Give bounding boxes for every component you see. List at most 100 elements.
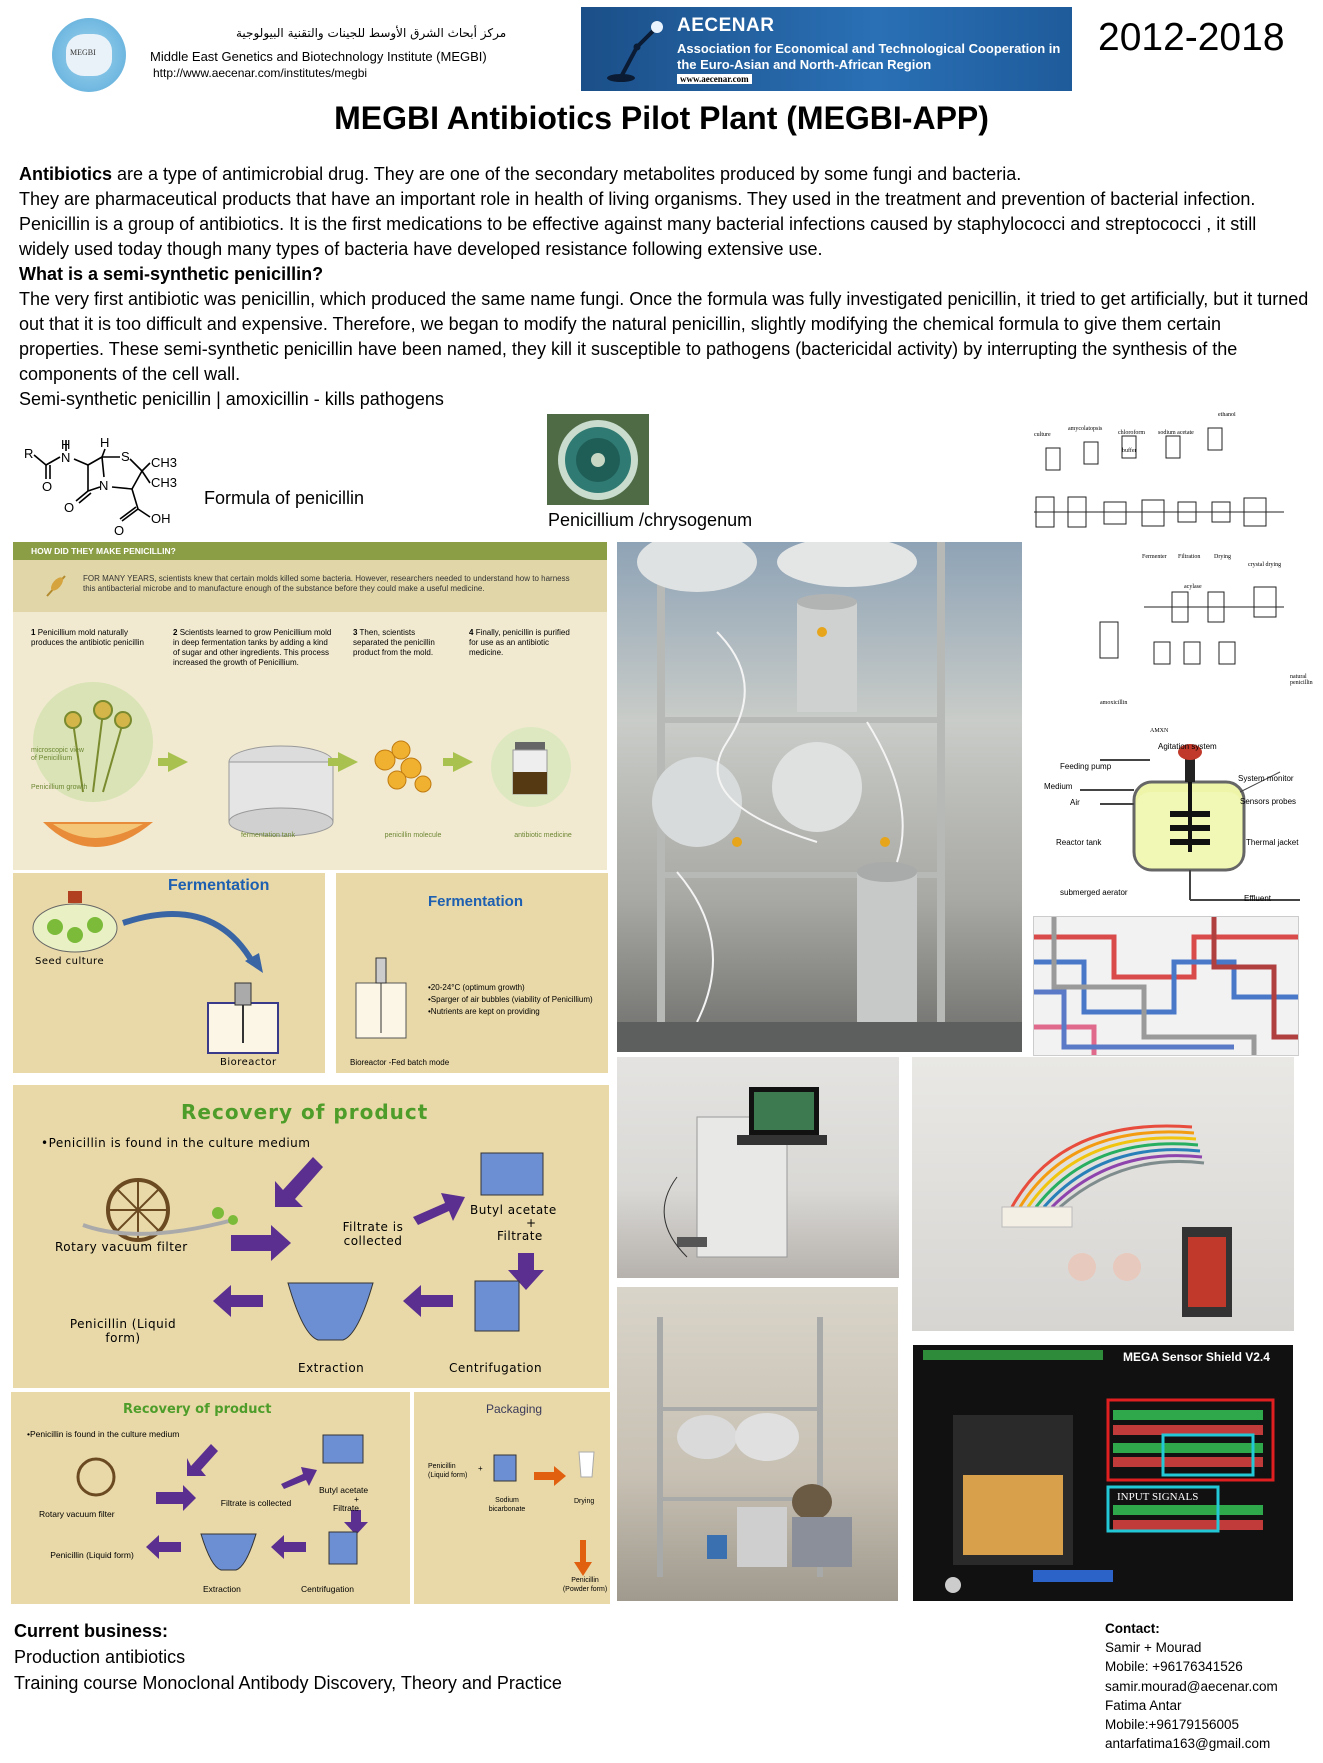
page-title: MEGBI Antibiotics Pilot Plant (MEGBI-APP… (334, 100, 989, 136)
reactor-diagram: Agitation system Feeding pump Medium Air… (1040, 742, 1320, 912)
recovery-small-title: Recovery of product (123, 1402, 272, 1417)
packaging-drying: Drying (574, 1498, 595, 1505)
question-heading: What is a semi-synthetic penicillin? (19, 264, 324, 284)
pilot-plant-photo (617, 542, 1022, 1052)
how-made-header: HOW DID THEY MAKE PENICILLIN? (31, 546, 176, 556)
contact-mobile-1: Mobile: +96176341526 (1105, 1659, 1243, 1675)
laptop-photo (617, 1057, 899, 1278)
packaging-plus: + (478, 1464, 483, 1473)
fermentation-conditions: •20-24°C (optimum growth) •Sparger of ai… (428, 982, 593, 1018)
how-step-1: 1 Penicillium mold naturally produces th… (31, 628, 144, 647)
recovery-small-filtrate: Filtrate is collected (220, 1498, 292, 1508)
recovery-large-filter: Rotary vacuum filter (55, 1240, 188, 1254)
recovery-large-penicillin: Penicillin (Liquid form) (69, 1317, 177, 1345)
current-business-heading: Current business: (14, 1621, 169, 1641)
penicillium-caption: Penicillium /chrysogenum (548, 510, 753, 530)
pilot-operator-photo (617, 1287, 898, 1601)
recovery-large-plus: + (526, 1216, 537, 1230)
sensor-shield-input: INPUT SIGNALS (1117, 1491, 1199, 1503)
logo-text: MEGBI (70, 48, 96, 57)
contact-heading: Contact: (1105, 1621, 1160, 1636)
aecenar-title: AECENAR (677, 15, 775, 36)
recovery-large-centrifugation: Centrifugation (449, 1361, 543, 1375)
years: 2012-2018 (1098, 16, 1285, 59)
antibiotics-bold: Antibiotics (19, 164, 112, 184)
label-growth: Penicillium growth (31, 784, 88, 791)
condition-sparger: •Sparger of air bubbles (viability of Pe… (428, 995, 593, 1004)
label-molecule: penicillin molecule (384, 832, 442, 839)
pfd-label-0: ethanol (1218, 412, 1236, 418)
fermentation-1-illustration (32, 891, 279, 1054)
fed-batch-label: Bioreactor -Fed batch mode (350, 1058, 450, 1067)
recovery-large-filtrate2: Filtrate (497, 1229, 543, 1243)
current-business: Current business: Production antibiotics… (14, 1618, 562, 1696)
recovery-small-plus: + (354, 1494, 359, 1504)
sensor-shield-photo: MEGA Sensor Shield V2.4 INPUT SIGNALS (913, 1345, 1293, 1601)
recovery-large-filtrate: Filtrate is collected (342, 1220, 404, 1248)
how-made-panel: HOW DID THEY MAKE PENICILLIN? FOR MANY Y… (13, 542, 607, 870)
intro-paragraph-5: Semi-synthetic penicillin | amoxicillin … (19, 389, 444, 409)
intro-paragraph-3: Penicillin is a group of antibiotics. It… (19, 214, 1257, 259)
aecenar-banner: AECENAR Association for Economical and T… (581, 7, 1072, 91)
process-flow-diagram: ethanol amycolatopsis chloroform culture… (1024, 412, 1319, 750)
packaging-liquid: Penicillin (Liquid form) (428, 1463, 468, 1479)
wiring-scene (1001, 1124, 1232, 1317)
contact-name-1: Samir + Mourad (1105, 1640, 1202, 1656)
penicillin-process-illustration (33, 682, 571, 847)
pfd-label-5: buffer (1122, 448, 1137, 454)
contact-email-2[interactable]: antarfatima163@gmail.com (1105, 1736, 1271, 1752)
contact-block: Contact: Samir + Mourad Mobile: +9617634… (1105, 1619, 1278, 1753)
penicillin-formula-diagram: R H N H S CH3 CH3 N O O O OH (24, 437, 177, 538)
formula-n2: N (99, 478, 108, 493)
pfd-label-7: Fermenter (1142, 554, 1167, 560)
reactor-effluent: Effluent (1244, 894, 1271, 903)
megbi-logo: MEGBI (52, 18, 126, 92)
recovery-large-extraction: Extraction (298, 1361, 365, 1375)
intro-paragraph-1: Antibiotics are a type of antimicrobial … (19, 162, 1309, 187)
laptop-scene (663, 1087, 827, 1258)
wiring-photo (912, 1057, 1294, 1331)
recovery-small-flow (76, 1434, 368, 1571)
recovery-small-filter: Rotary vacuum filter (39, 1509, 115, 1519)
formula-o2: O (64, 500, 74, 515)
formula-o3: O (114, 523, 124, 538)
how-made-header-bar (13, 542, 607, 560)
formula-s: S (121, 449, 130, 464)
seed-culture-label: Seed culture (35, 956, 105, 967)
pfd-label-2: chloroform (1118, 430, 1145, 436)
reactor-feeding: Feeding pump (1060, 762, 1112, 771)
intro-text: Antibiotics are a type of antimicrobial … (19, 162, 1309, 412)
wheat-icon (46, 575, 66, 597)
recovery-small-filtrate2: Filtrate (333, 1503, 359, 1513)
packaging-title: Packaging (486, 1402, 543, 1416)
intro-paragraph-4: The very first antibiotic was penicillin… (19, 289, 1309, 384)
aecenar-url[interactable]: www.aecenar.com (677, 74, 752, 84)
pfd-label-12: acylase (1184, 584, 1202, 590)
label-tank: fermentation tank (240, 832, 296, 839)
piping-diagram (1033, 916, 1299, 1056)
piping-schematic (1034, 917, 1298, 1055)
reactor-medium: Medium (1044, 782, 1073, 791)
pfd-label-13: AMXN (1150, 728, 1169, 734)
how-made-intro: FOR MANY YEARS, scientists knew that cer… (83, 574, 570, 593)
institute-name: Middle East Genetics and Biotechnology I… (150, 49, 487, 64)
fermentation-1-title: Fermentation (168, 877, 270, 894)
reactor-schematic (1080, 744, 1300, 901)
intro-paragraph-2: They are pharmaceutical products that ha… (19, 189, 1256, 209)
how-step-2: 2 Scientists learned to grow Penicillium… (173, 628, 332, 667)
pilot-operator-scene (657, 1317, 852, 1577)
penicillium-colony-icon (547, 414, 649, 505)
recovery-panel-large: Recovery of product •Penicillin is found… (13, 1085, 609, 1388)
institute-url[interactable]: http://www.aecenar.com/institutes/megbi (153, 66, 368, 80)
current-business-line-1: Production antibiotics (14, 1647, 186, 1667)
recovery-large-butyl: Butyl acetate (470, 1203, 557, 1217)
contact-email-1[interactable]: samir.mourad@aecenar.com (1105, 1678, 1278, 1694)
intro-p1-text: are a type of antimicrobial drug. They a… (112, 164, 1022, 184)
fermentation-panel-1: Fermentation Seed culture Bioreactor (13, 873, 325, 1073)
current-business-line-2: Training course Monoclonal Antibody Disc… (14, 1673, 562, 1693)
reactor-tank-label: Reactor tank (1056, 838, 1102, 847)
sensor-shield-title: MEGA Sensor Shield V2.4 (1123, 1350, 1270, 1364)
how-step-4: 4 Finally, penicillin is purified for us… (469, 628, 570, 657)
pfd-label-8: Filtration (1178, 554, 1201, 560)
pilot-plant-drawing (617, 542, 1022, 1052)
